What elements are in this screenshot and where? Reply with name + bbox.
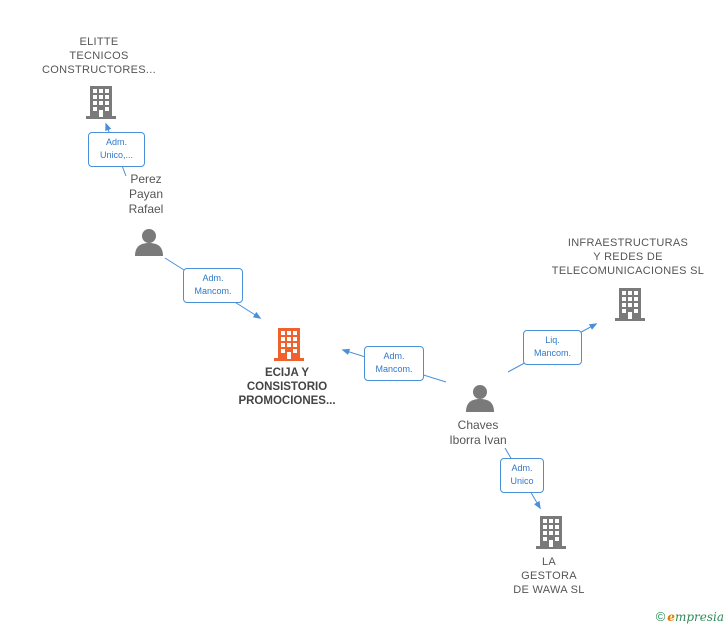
relation-label-chaves-ecija[interactable]: Adm. Mancom. [364,346,424,381]
relation-label-elitte-perez[interactable]: Adm. Unico,... [88,132,145,167]
person-label-perez[interactable]: Perez Payan Rafael [128,172,164,216]
person-icon[interactable] [466,385,494,412]
relation-label-perez-ecija[interactable]: Adm. Mancom. [183,268,243,303]
relation-label-chaves-infra[interactable]: Liq. Mancom. [523,330,582,365]
building-icon[interactable] [274,328,304,361]
building-icon[interactable] [536,516,566,549]
relation-label-chaves-gestora[interactable]: Adm. Unico [500,458,544,493]
company-label-gestora[interactable]: LA GESTORA DE WAWA SL [513,556,585,596]
person-icon[interactable] [135,229,163,256]
person-label-chaves[interactable]: Chaves Iborra Ivan [449,418,507,447]
copyright-symbol: © [655,609,666,624]
brand-logo-text: mpresia [674,610,724,624]
company-label-ecija[interactable]: ECIJA Y CONSISTORIO PROMOCIONES... [238,367,336,407]
brand-logo-e: e [667,610,675,624]
company-label-infra[interactable]: INFRAESTRUCTURAS Y REDES DE TELECOMUNICA… [551,237,705,277]
building-icon[interactable] [615,288,645,321]
company-label-elitte[interactable]: ELITTE TECNICOS CONSTRUCTORES... [42,36,156,76]
empresia-watermark: ©empresia [656,609,724,624]
building-icon[interactable] [86,86,116,119]
